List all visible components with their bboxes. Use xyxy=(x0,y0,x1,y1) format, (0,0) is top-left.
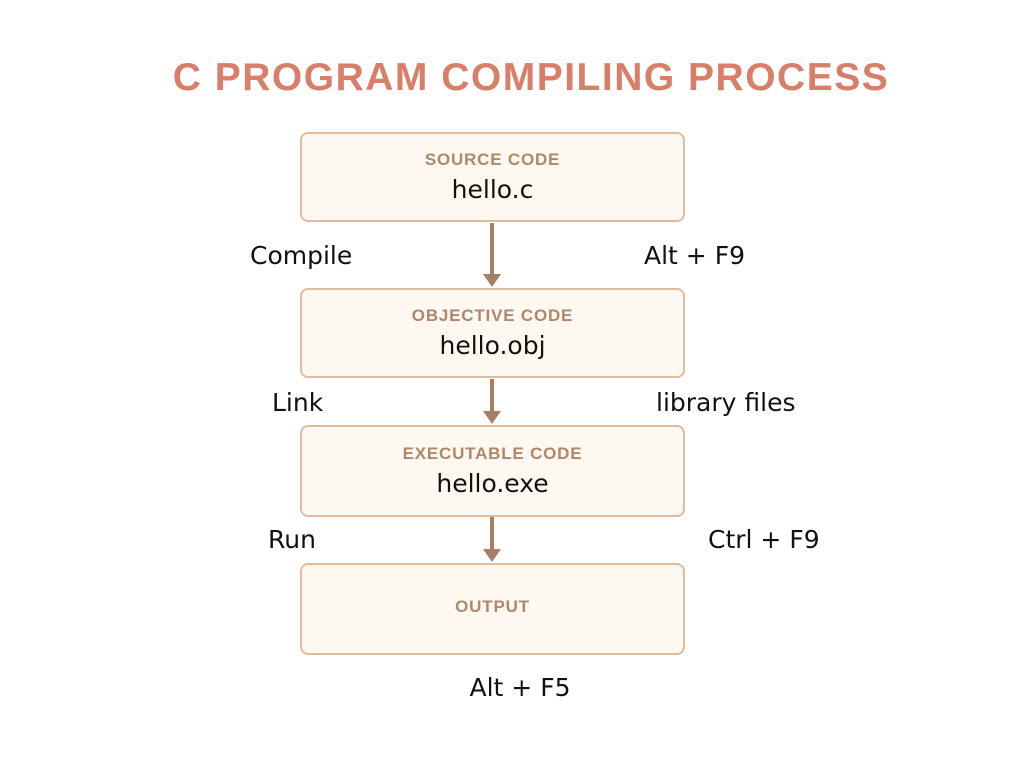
node-filename: hello.c xyxy=(451,174,534,204)
node-objective-code: OBJECTIVE CODE hello.obj xyxy=(300,288,685,378)
node-output: OUTPUT xyxy=(300,563,685,655)
node-heading: SOURCE CODE xyxy=(424,149,561,169)
arrow-head-icon xyxy=(483,549,501,562)
arrow-shaft xyxy=(490,223,494,274)
arrow-shaft xyxy=(490,517,494,549)
edge-left-label-link: Link xyxy=(272,388,324,417)
footer-label-alt-f5: Alt + F5 xyxy=(469,673,571,702)
edge-left-label-compile: Compile xyxy=(250,241,353,270)
node-source-code: SOURCE CODE hello.c xyxy=(300,132,685,222)
edge-right-label-library-files: library files xyxy=(656,388,796,417)
node-heading: OUTPUT xyxy=(455,596,530,616)
edge-right-label-alt-f9: Alt + F9 xyxy=(644,241,745,270)
arrow-link xyxy=(483,379,501,424)
edge-right-label-ctrl-f9: Ctrl + F9 xyxy=(708,525,820,554)
edge-left-label-run: Run xyxy=(268,525,316,554)
arrow-head-icon xyxy=(483,411,501,424)
node-heading: OBJECTIVE CODE xyxy=(411,305,574,325)
node-executable-code: EXECUTABLE CODE hello.exe xyxy=(300,425,685,517)
arrow-compile xyxy=(483,223,501,287)
arrow-run xyxy=(483,517,501,562)
page-title: C PROGRAM COMPILING PROCESS xyxy=(172,56,890,99)
node-filename: hello.exe xyxy=(436,468,549,498)
node-filename: hello.obj xyxy=(439,330,546,360)
arrow-shaft xyxy=(490,379,494,411)
arrow-head-icon xyxy=(483,274,501,287)
node-heading: EXECUTABLE CODE xyxy=(402,443,583,463)
